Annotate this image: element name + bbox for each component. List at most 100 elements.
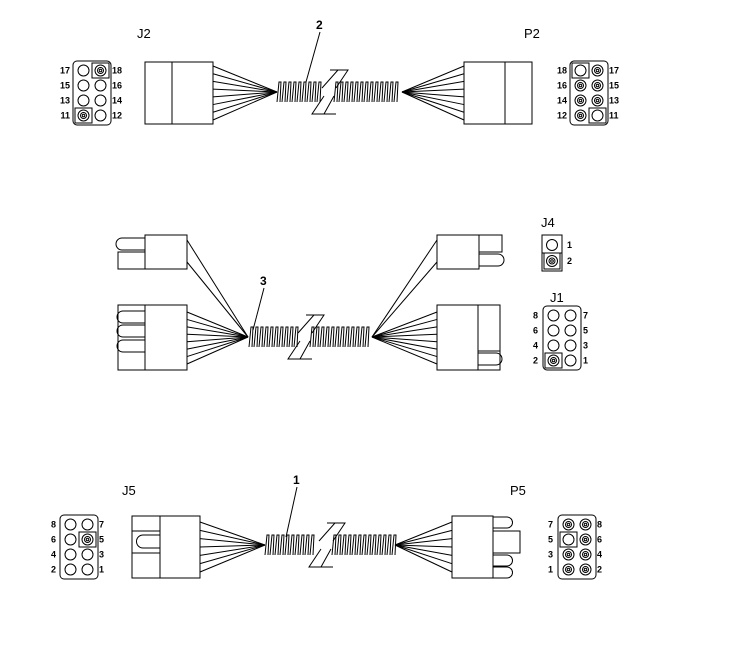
pin-number: 6	[533, 326, 538, 336]
wire	[186, 239, 249, 338]
pin-number: 3	[583, 341, 588, 351]
wire	[212, 91, 278, 98]
pin-socket-icon	[564, 309, 577, 322]
pin-socket-icon	[547, 339, 560, 352]
break-symbol	[297, 314, 325, 334]
break-symbol	[308, 548, 333, 568]
pin-socket-icon	[94, 109, 107, 122]
wire	[401, 73, 465, 93]
wire	[186, 261, 249, 338]
cable-coil	[276, 69, 399, 115]
wire	[394, 538, 453, 546]
coil-segment	[264, 534, 315, 556]
pin-socket-icon	[81, 563, 94, 576]
coil-segment	[276, 81, 322, 103]
pin-socket-icon	[562, 533, 575, 546]
pin-number: 18	[112, 66, 122, 76]
pin-socket-icon	[547, 309, 560, 322]
connector-label-j2: J2	[137, 26, 151, 41]
pin-number: 14	[112, 96, 122, 106]
wire	[371, 261, 438, 338]
pin-socket-icon	[574, 64, 587, 77]
pin-socket-ringed-icon	[579, 518, 592, 531]
wire-fan	[212, 65, 465, 121]
p2-connector-body	[463, 61, 533, 125]
pin-number: 7	[583, 311, 588, 321]
wire	[212, 91, 278, 106]
keyed-cavity	[544, 352, 563, 369]
pin-number: 7	[548, 520, 553, 530]
wire	[371, 336, 438, 358]
wire	[394, 544, 453, 556]
pin-socket-ringed-icon	[574, 79, 587, 92]
pin-socket-icon	[564, 354, 577, 367]
wire	[199, 538, 266, 546]
connector-label-j1: J1	[550, 290, 564, 305]
break-symbol	[318, 522, 346, 542]
pin-socket-ringed-icon	[591, 94, 604, 107]
wire	[394, 544, 453, 573]
pin-socket-ringed-icon	[574, 109, 587, 122]
pin-number: 4	[597, 550, 602, 560]
wire	[394, 521, 453, 546]
pin-housing	[557, 514, 597, 580]
wire	[186, 311, 249, 338]
j2-connector-body	[144, 61, 214, 125]
wire	[371, 311, 438, 338]
break-symbol	[311, 95, 336, 115]
wire	[212, 91, 278, 121]
pin-number: 5	[99, 535, 104, 545]
pin-number: 1	[567, 240, 572, 250]
pin-socket-icon	[591, 109, 604, 122]
callout-3-leader	[252, 287, 265, 331]
pin-number: 18	[557, 66, 567, 76]
pin-number: 4	[533, 341, 538, 351]
wire	[212, 73, 278, 93]
pin-socket-icon	[547, 324, 560, 337]
pin-socket-ringed-icon	[81, 533, 94, 546]
callout-1: 1	[293, 473, 300, 487]
pin-housing	[59, 514, 99, 580]
pin-number: 17	[609, 66, 619, 76]
keyed-cavity	[78, 531, 97, 548]
pin-number: 11	[60, 111, 70, 121]
pin-number: 5	[583, 326, 588, 336]
pin-number: 6	[597, 535, 602, 545]
right-large-connector	[436, 304, 503, 371]
pin-number: 6	[51, 535, 56, 545]
wire	[371, 336, 438, 365]
pin-socket-icon	[564, 324, 577, 337]
coil-segment	[309, 326, 370, 348]
pin-number: 1	[99, 565, 104, 575]
wire	[186, 326, 249, 338]
wire	[394, 529, 453, 546]
pin-socket-ringed-icon	[562, 563, 575, 576]
pin-grid-j4: 12	[541, 234, 572, 272]
pin-number: 16	[112, 81, 122, 91]
wire	[371, 336, 438, 350]
pin-number: 16	[557, 81, 567, 91]
pin-socket-ringed-icon	[547, 354, 560, 367]
wire	[186, 336, 249, 358]
pin-socket-icon	[81, 518, 94, 531]
pin-socket-icon	[546, 239, 558, 251]
pin-socket-icon	[94, 94, 107, 107]
wire	[401, 91, 465, 113]
pin-number: 4	[51, 550, 56, 560]
wire	[401, 91, 465, 98]
pin-number: 17	[60, 66, 70, 76]
wire	[401, 88, 465, 93]
callout-1-leader	[285, 486, 298, 538]
wire	[394, 544, 453, 548]
pin-number: 12	[557, 111, 567, 121]
wire	[186, 318, 249, 338]
wire	[186, 336, 249, 365]
pin-socket-icon	[564, 339, 577, 352]
wire-fan	[199, 521, 453, 573]
pin-number: 15	[609, 81, 619, 91]
